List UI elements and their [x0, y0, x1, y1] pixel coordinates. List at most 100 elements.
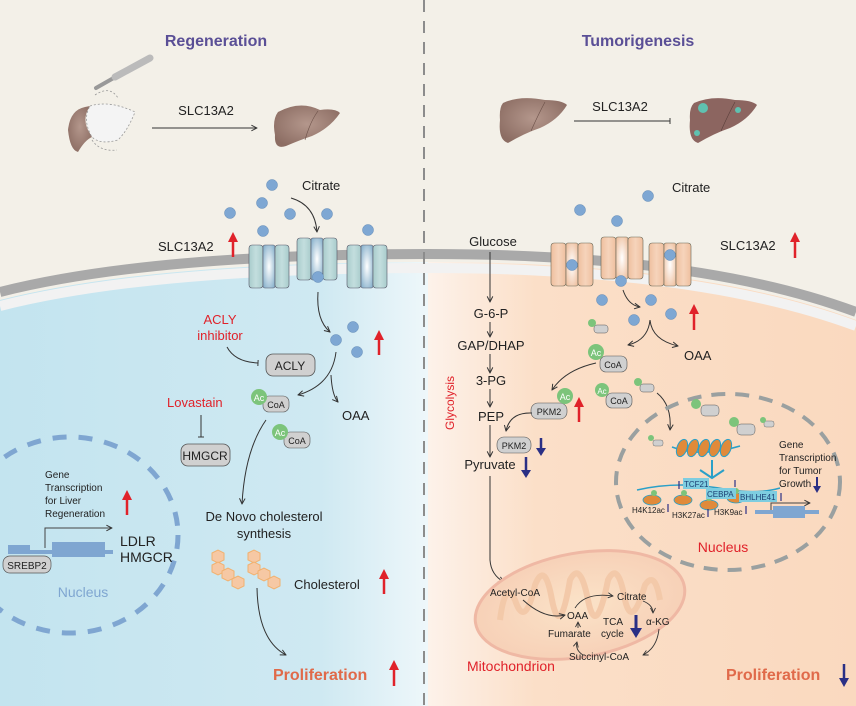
acetyl-coa-right-2: CoA Ac: [595, 383, 633, 409]
svg-text:CEBPA: CEBPA: [707, 490, 734, 499]
tf-up-arrows: [678, 480, 782, 501]
hmgcr-box-label: HMGCR: [182, 449, 228, 463]
svg-text:Ac: Ac: [254, 393, 265, 403]
srebp2-box: [2, 555, 52, 574]
regen-arrow-label: SLC13A2: [178, 103, 234, 118]
citrate-split-arrow-accoa: [298, 351, 337, 395]
svg-text:Ac: Ac: [597, 387, 606, 396]
citrate-molecules-left: [224, 179, 374, 237]
mito-oaa: OAA: [567, 611, 588, 622]
svg-text:PKM2: PKM2: [537, 407, 562, 417]
scalpel-icon: [94, 54, 154, 90]
mitochondrion: [473, 549, 687, 661]
svg-text:CoA: CoA: [288, 436, 306, 446]
svg-text:CoA: CoA: [610, 396, 628, 406]
title-regeneration: Regeneration: [165, 33, 267, 50]
svg-text:G-6-P: G-6-P: [474, 306, 509, 321]
nucleus-label-right: Nucleus: [698, 539, 749, 555]
down-arrow-pkm2: [536, 438, 546, 456]
cholesterol-to-proliferation-arrow: [256, 587, 286, 655]
svg-text:BHLHE41: BHLHE41: [740, 493, 776, 502]
citrate-split-right-accoa: [628, 319, 651, 345]
gene-text-left-3: for Liver: [45, 496, 82, 507]
svg-text:H3K9ac: H3K9ac: [714, 508, 742, 517]
acly-inhibitor-label-1: ACLY: [204, 312, 237, 327]
mito-tca-1: TCA: [603, 617, 623, 628]
title-tumorigenesis: Tumorigenesis: [582, 33, 695, 50]
acetyl-coa-left-1: CoA Ac: [251, 389, 290, 413]
mito-acetyl-coa: Acetyl-CoA: [490, 588, 540, 599]
gene-locus-right: [755, 503, 819, 518]
mito-tca-2: cycle: [601, 629, 624, 640]
histone-marks: H4K12ac H3K27ac H3K9ac: [632, 504, 747, 520]
lovastain-label: Lovastain: [167, 395, 223, 410]
nucleus-left: [0, 434, 181, 636]
svg-text:PKM2: PKM2: [502, 441, 527, 451]
tca-cycle-arrows: [575, 595, 660, 655]
mito-fumarate: Fumarate: [548, 629, 591, 640]
citrate-into-cell-arrow: [317, 291, 330, 332]
svg-text:CoA: CoA: [604, 360, 622, 370]
de-novo-label-1: De Novo cholesterol: [205, 509, 322, 524]
gene-text-right-2: Transcription: [779, 453, 836, 464]
svg-text:Ac: Ac: [591, 348, 602, 358]
accoa-to-synthesis-arrow: [242, 419, 267, 504]
transcription-factors: TCF21 CEBPA BHLHE41: [683, 478, 777, 502]
svg-text:3-PG: 3-PG: [476, 373, 506, 388]
liver-normal-icon: [499, 98, 567, 143]
citrate-pool-right: [596, 294, 677, 326]
mito-akg: α-KG: [646, 617, 670, 628]
proliferation-left: Proliferation: [273, 667, 367, 684]
slc13a2-transporter-left: [248, 237, 388, 289]
glycolysis-steps: G-6-P GAP/DHAP 3-PG PEP Pyruvate: [457, 252, 525, 472]
acly-inhibition-arrow: [226, 346, 259, 367]
liver-regenerated-icon: [274, 105, 340, 147]
citrate-split-arrow-oaa: [330, 374, 338, 402]
mitochondrion-label: Mitochondrion: [467, 658, 555, 674]
svg-text:Ac: Ac: [560, 392, 571, 402]
gene-text-left-2: Transcription: [45, 483, 102, 494]
acetyl-coa-nucleus: [648, 399, 775, 447]
gene-ldlr: LDLR: [120, 533, 156, 549]
gene-text-right-4: Growth: [779, 479, 811, 490]
hmgcr-box: [180, 443, 231, 467]
svg-text:H4K12ac: H4K12ac: [632, 506, 665, 515]
gene-locus-left: [8, 528, 113, 557]
accoa-to-oaa-arrow: [522, 599, 565, 616]
slc13a2-label-right: SLC13A2: [720, 238, 776, 253]
mito-succinyl-coa: Succinyl-CoA: [569, 652, 629, 663]
cell-membrane: [0, 248, 856, 317]
cytoplasm-left: [0, 262, 428, 706]
nucleus-label-left: Nucleus: [58, 584, 109, 600]
citrate-molecules-right: [574, 190, 654, 227]
gene-text-left-1: Gene: [45, 470, 70, 481]
oaa-label-left: OAA: [342, 408, 370, 423]
down-arrow-proliferation-right: [839, 664, 849, 687]
glycolysis-label: Glycolysis: [443, 376, 457, 430]
down-arrow-tca: [630, 615, 642, 638]
svg-text:GAP/DHAP: GAP/DHAP: [457, 338, 524, 353]
srebp2-label: SREBP2: [7, 561, 47, 572]
de-novo-label-2: synthesis: [237, 526, 292, 541]
acetyl-coa-right-main: CoA Ac: [588, 344, 628, 373]
tumor-arrow-label: SLC13A2: [592, 99, 648, 114]
acetyl-coa-left-2: CoA Ac: [272, 424, 311, 449]
gene-text-right-1: Gene: [779, 440, 804, 451]
proliferation-right: Proliferation: [726, 667, 820, 684]
slc13a2-label-left: SLC13A2: [158, 239, 214, 254]
down-arrow-gene-right: [813, 477, 821, 493]
nucleus-right: [614, 392, 842, 572]
citrate-flow-arrow-left: [290, 197, 317, 232]
oaa-label-right: OAA: [684, 348, 712, 363]
citrate-into-cell-arrow-right: [622, 289, 640, 307]
svg-text:PEP: PEP: [478, 409, 504, 424]
liver-tumor-icon: [689, 98, 757, 143]
acetyl-coa-right-small-2: [634, 378, 655, 393]
down-arrow-pyruvate: [521, 457, 531, 478]
acly-box: [265, 353, 316, 377]
glucose-label: Glucose: [469, 234, 517, 249]
svg-text:Pyruvate: Pyruvate: [464, 457, 515, 472]
svg-text:CoA: CoA: [267, 400, 285, 410]
gene-text-right-3: for Tumor: [779, 466, 822, 477]
